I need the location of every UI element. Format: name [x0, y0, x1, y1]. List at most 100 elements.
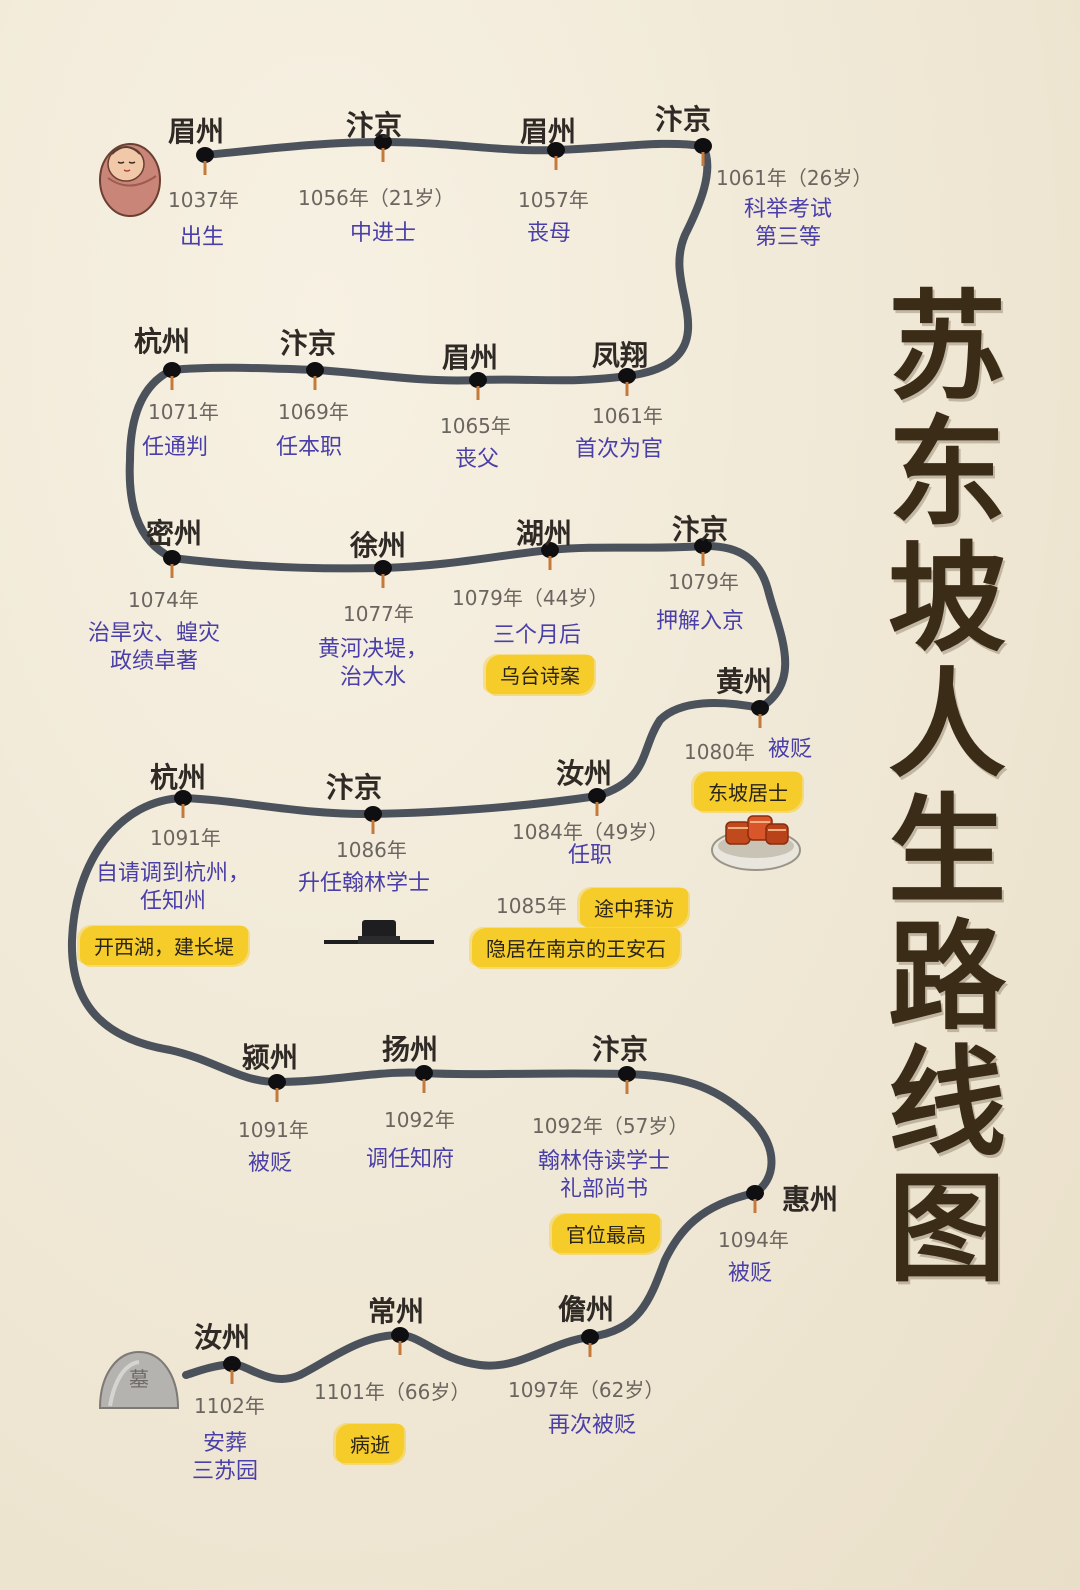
- title-char: 人: [887, 655, 1006, 794]
- stop-city: 儋州: [558, 1293, 615, 1326]
- stop-year: 1097年（62岁）: [508, 1378, 665, 1402]
- stop-event: 黄河决堤，治大水: [318, 637, 429, 690]
- stop-city: 汝州: [194, 1321, 251, 1354]
- stop-year: 1092年: [384, 1108, 455, 1132]
- stop-year: 1061年: [592, 404, 663, 428]
- stop-year: 1071年: [148, 400, 219, 424]
- title-char: 路: [887, 907, 1006, 1046]
- location-pin-icon: [541, 542, 559, 570]
- stop-highlight: 东坡居士: [694, 772, 802, 811]
- stop-year: 1079年: [668, 570, 739, 594]
- stop-event: 再次被贬: [548, 1413, 637, 1438]
- stop-highlight: 乌台诗案: [486, 655, 594, 694]
- location-pin-icon: [268, 1074, 286, 1102]
- stop-city: 惠州: [782, 1183, 839, 1216]
- stop-year: 1080年: [684, 740, 755, 764]
- stop-city: 扬州: [382, 1033, 439, 1066]
- stop-event: 任职: [568, 843, 613, 868]
- stop-event: 丧父: [455, 447, 500, 472]
- title-char: 东: [887, 403, 1006, 542]
- stop-city: 杭州: [150, 761, 207, 794]
- stop-city: 眉州: [520, 115, 577, 148]
- stop-event: 三个月后: [493, 623, 582, 648]
- stop-city: 汴京: [592, 1033, 649, 1066]
- stop-city: 汴京: [346, 109, 403, 142]
- stop-event: 调任知府: [366, 1147, 455, 1172]
- stop-event: 升任翰林学士: [298, 871, 431, 896]
- stop-event: 科举考试第三等: [744, 197, 833, 250]
- stop-city: 汝州: [556, 757, 613, 790]
- location-pin-icon: [618, 368, 636, 396]
- tomb-icon: 墓: [98, 1350, 180, 1409]
- title-char: 坡: [887, 529, 1006, 668]
- location-pin-icon: [469, 372, 487, 400]
- location-pin-icon: [196, 147, 214, 175]
- stop-city: 汴京: [655, 103, 712, 136]
- stop-year: 1101年（66岁）: [314, 1380, 471, 1404]
- stop-city: 徐州: [350, 529, 407, 562]
- stop-year: 1094年: [718, 1228, 789, 1252]
- stop-year: 1061年（26岁）: [716, 166, 873, 190]
- stop-year: 1091年: [150, 826, 221, 850]
- stop-city: 湖州: [516, 517, 573, 550]
- stop-event: 被贬: [728, 1261, 773, 1286]
- stop-event: 任本职: [276, 435, 343, 460]
- stop-city: 黄州: [716, 665, 773, 698]
- stop-event: 被贬: [248, 1151, 293, 1176]
- title-char: 苏: [887, 277, 1006, 416]
- note-year: 1085年: [496, 894, 567, 918]
- stop-city: 汴京: [672, 513, 729, 546]
- location-pin-icon: [391, 1327, 409, 1355]
- stop-highlight: 病逝: [336, 1424, 404, 1463]
- stop-city: 眉州: [442, 341, 499, 374]
- stop-year: 1069年: [278, 400, 349, 424]
- stop-city: 颍州: [242, 1041, 299, 1074]
- stop-year: 1102年: [194, 1394, 265, 1418]
- stop-event: 中进士: [350, 221, 417, 246]
- location-pin-icon: [694, 138, 712, 166]
- baby-icon: [99, 143, 161, 217]
- location-pin-icon: [618, 1066, 636, 1094]
- stop-event: 被贬: [768, 737, 813, 762]
- stop-year: 1084年（49岁）: [512, 820, 669, 844]
- location-pin-icon: [163, 550, 181, 578]
- stop-city: 眉州: [168, 115, 225, 148]
- stop-highlight: 官位最高: [552, 1214, 660, 1253]
- stop-year: 1092年（57岁）: [532, 1114, 689, 1138]
- location-pin-icon: [174, 790, 192, 818]
- stop-city: 凤翔: [592, 339, 649, 372]
- location-pin-icon: [415, 1065, 433, 1093]
- location-pin-icon: [746, 1185, 764, 1213]
- stop-event: 任通判: [142, 435, 209, 460]
- title-char: 生: [887, 781, 1006, 920]
- stop-city: 汴京: [326, 771, 383, 804]
- stop-year: 1086年: [336, 838, 407, 862]
- hat-icon: [324, 920, 434, 944]
- dongpo-pork-icon: [711, 815, 801, 871]
- location-pin-icon: [751, 700, 769, 728]
- stop-year: 1037年: [168, 188, 239, 212]
- stop-year: 1074年: [128, 588, 199, 612]
- stop-city: 密州: [146, 517, 203, 550]
- stop-event: 首次为官: [575, 437, 664, 462]
- stop-city: 常州: [368, 1295, 425, 1328]
- stop-year: 1057年: [518, 188, 589, 212]
- note-highlight: 途中拜访: [580, 888, 688, 927]
- stop-year: 1077年: [343, 602, 414, 626]
- stop-event: 治旱灾、蝗灾政绩卓著: [88, 621, 221, 674]
- stop-highlight: 开西湖，建长堤: [80, 926, 248, 965]
- location-pin-icon: [223, 1356, 241, 1384]
- location-pin-icon: [588, 788, 606, 816]
- location-pin-icon: [374, 134, 392, 162]
- location-pin-icon: [306, 362, 324, 390]
- stop-event: 押解入京: [656, 609, 745, 634]
- location-pin-icon: [364, 806, 382, 834]
- stop-event: 安葬三苏园: [192, 1431, 259, 1484]
- stop-year: 1056年（21岁）: [298, 186, 455, 210]
- title-char: 图: [887, 1159, 1006, 1298]
- stop-year: 1079年（44岁）: [452, 586, 609, 610]
- stop-city: 汴京: [280, 327, 337, 360]
- title-char: 线: [887, 1033, 1006, 1172]
